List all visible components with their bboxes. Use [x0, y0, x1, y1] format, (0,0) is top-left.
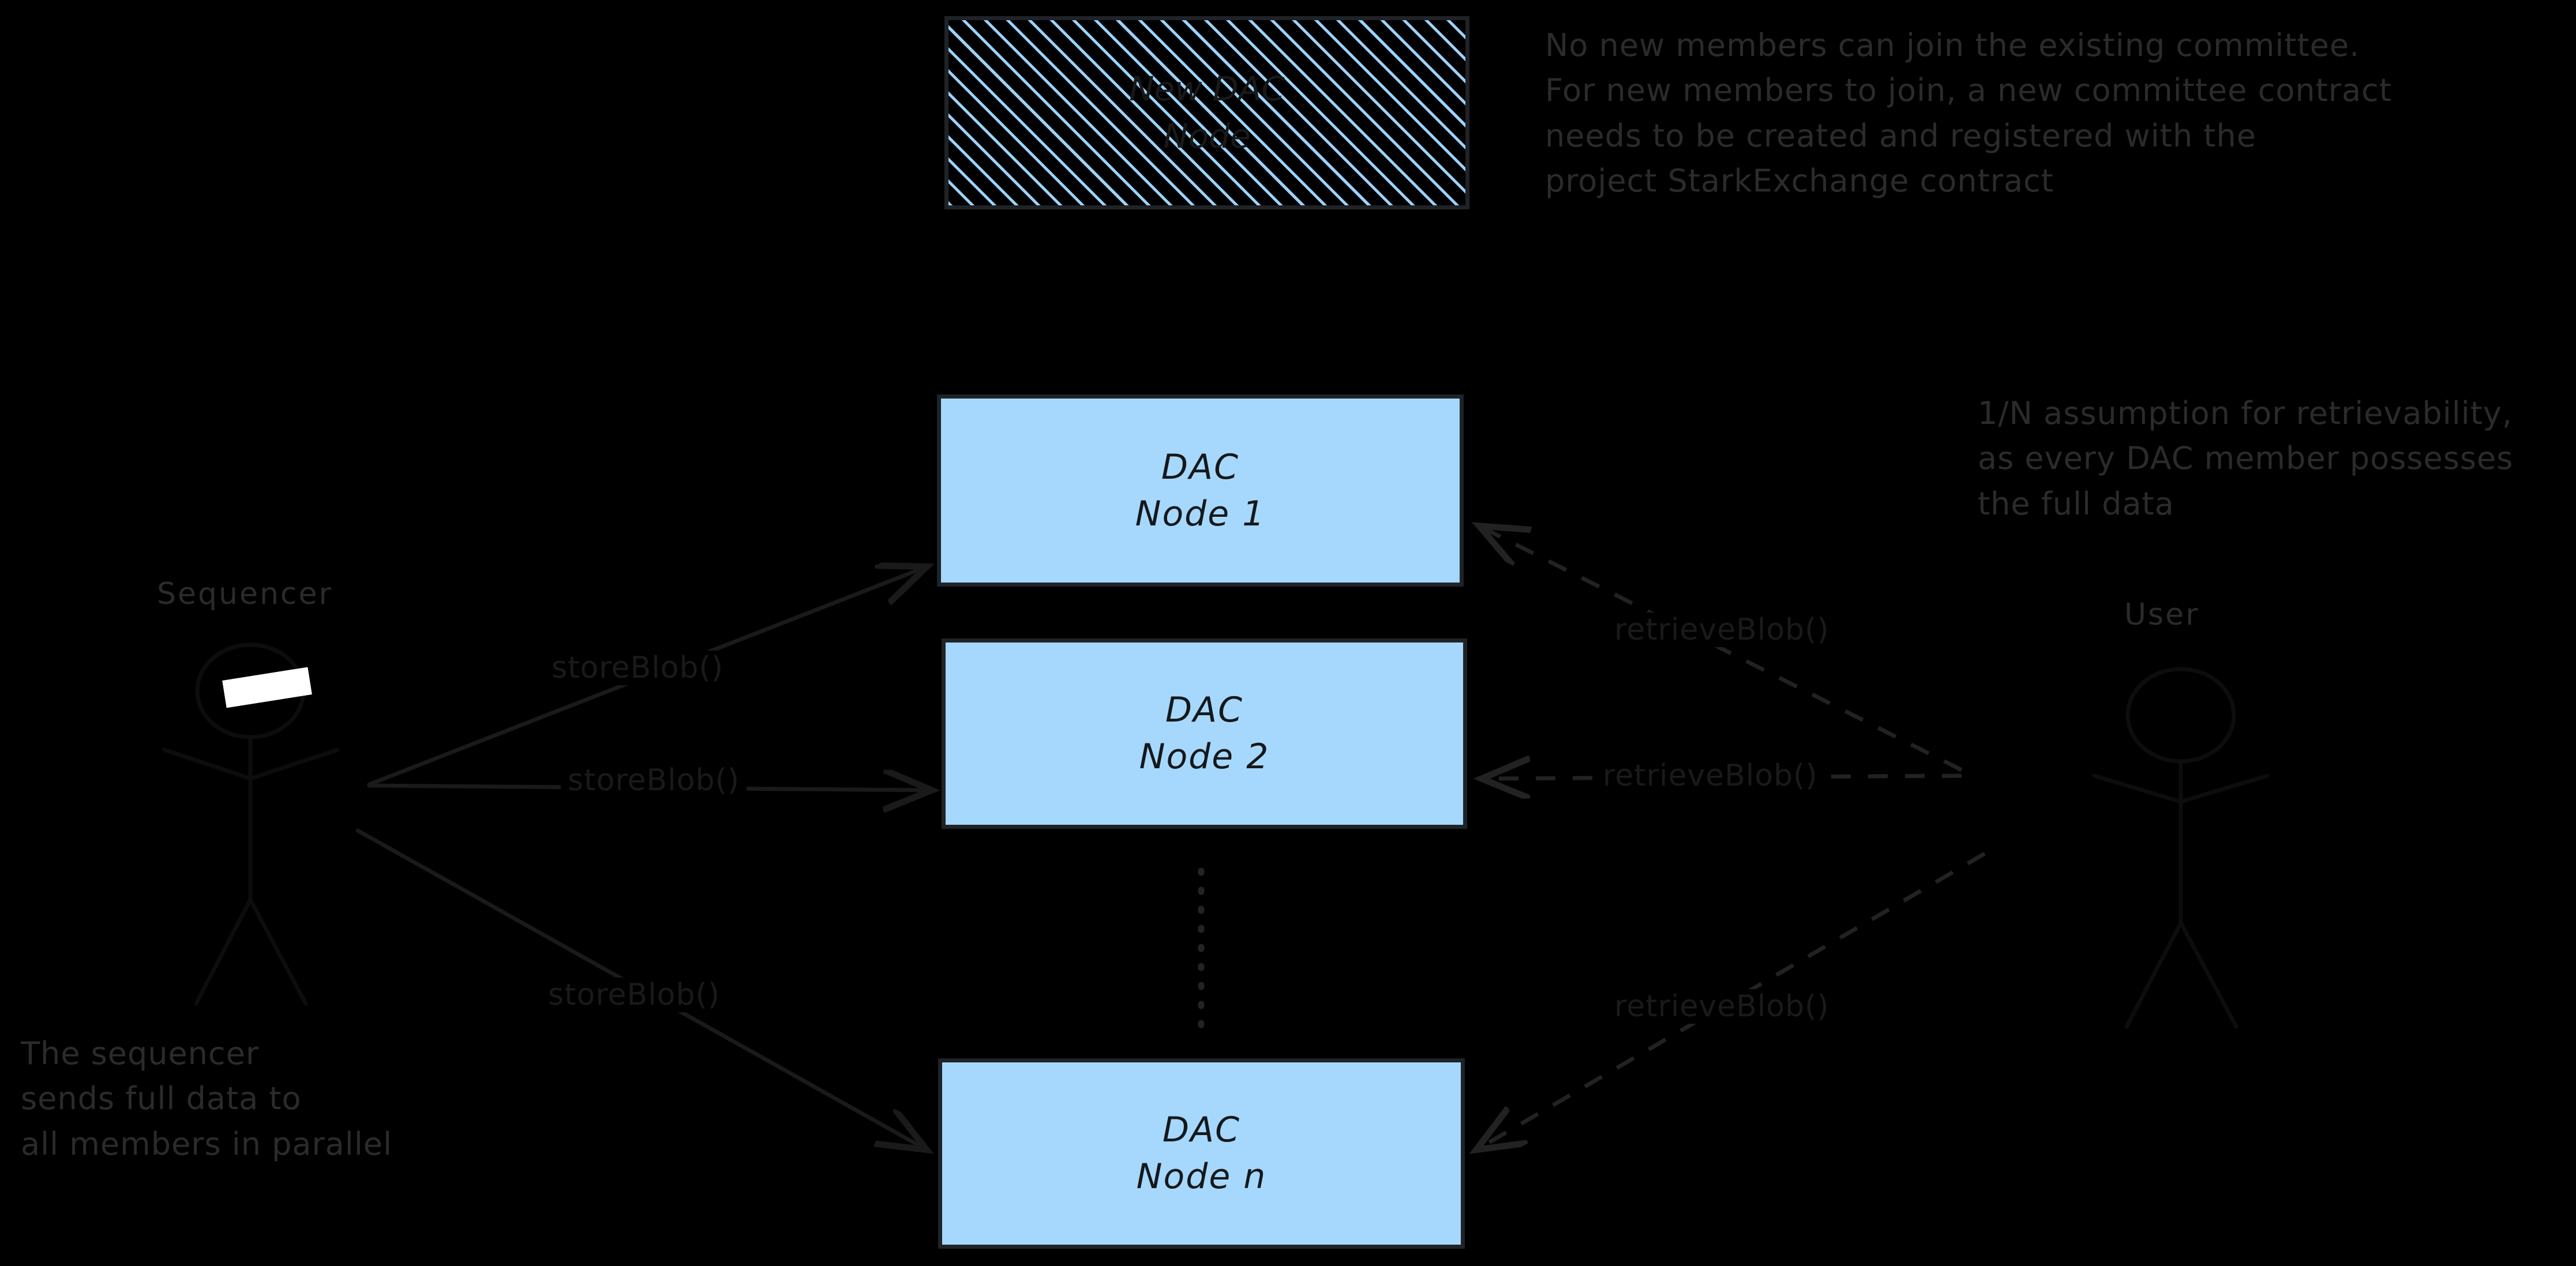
retrieve-blob-arrow-noden [1480, 851, 1986, 1148]
dac-node-2-label-line1: DAC [1165, 690, 1244, 730]
new-dac-node-label-line2: Node [1163, 116, 1251, 156]
sequencer-parallel-note: The sequencer sends full data to all mem… [21, 1035, 392, 1162]
store-blob-label-node2: storeBlob() [561, 763, 747, 798]
dac-node-2-box[interactable]: DAC Node 2 [942, 638, 1467, 829]
dac-node-n-label-line1: DAC [1162, 1110, 1241, 1150]
dac-node-n-label-line2: Node n [1136, 1156, 1267, 1197]
new-dac-node-label-line1: New DAC [1129, 69, 1285, 109]
retrievability-note: 1/N assumption for retrievability, as ev… [1978, 395, 2514, 522]
retrieve-blob-label-noden: retrieveBlob() [1607, 989, 1836, 1024]
committee-note: No new members can join the existing com… [1545, 27, 2392, 199]
sequencer-figure [162, 643, 340, 1006]
user-label: User [2124, 598, 2200, 632]
dac-node-1-label-line1: DAC [1161, 446, 1240, 487]
dac-node-n-box[interactable]: DAC Node n [938, 1058, 1465, 1249]
dac-node-1-label-line2: Node 1 [1135, 493, 1266, 534]
store-blob-label-noden: storeBlob() [541, 978, 728, 1012]
sequencer-label: Sequencer [157, 577, 333, 611]
retrieve-blob-arrow-node1 [1483, 528, 1963, 772]
retrieve-blob-label-node2: retrieveBlob() [1596, 758, 1825, 793]
retrieve-blob-label-node1: retrieveBlob() [1607, 613, 1836, 647]
new-dac-node-box[interactable]: New DAC Node [944, 16, 1469, 209]
dac-node-1-box[interactable]: DAC Node 1 [937, 395, 1464, 587]
dac-node-2-label-line2: Node 2 [1139, 737, 1270, 777]
store-blob-label-node1: storeBlob() [545, 651, 731, 685]
user-figure [2092, 667, 2270, 1029]
